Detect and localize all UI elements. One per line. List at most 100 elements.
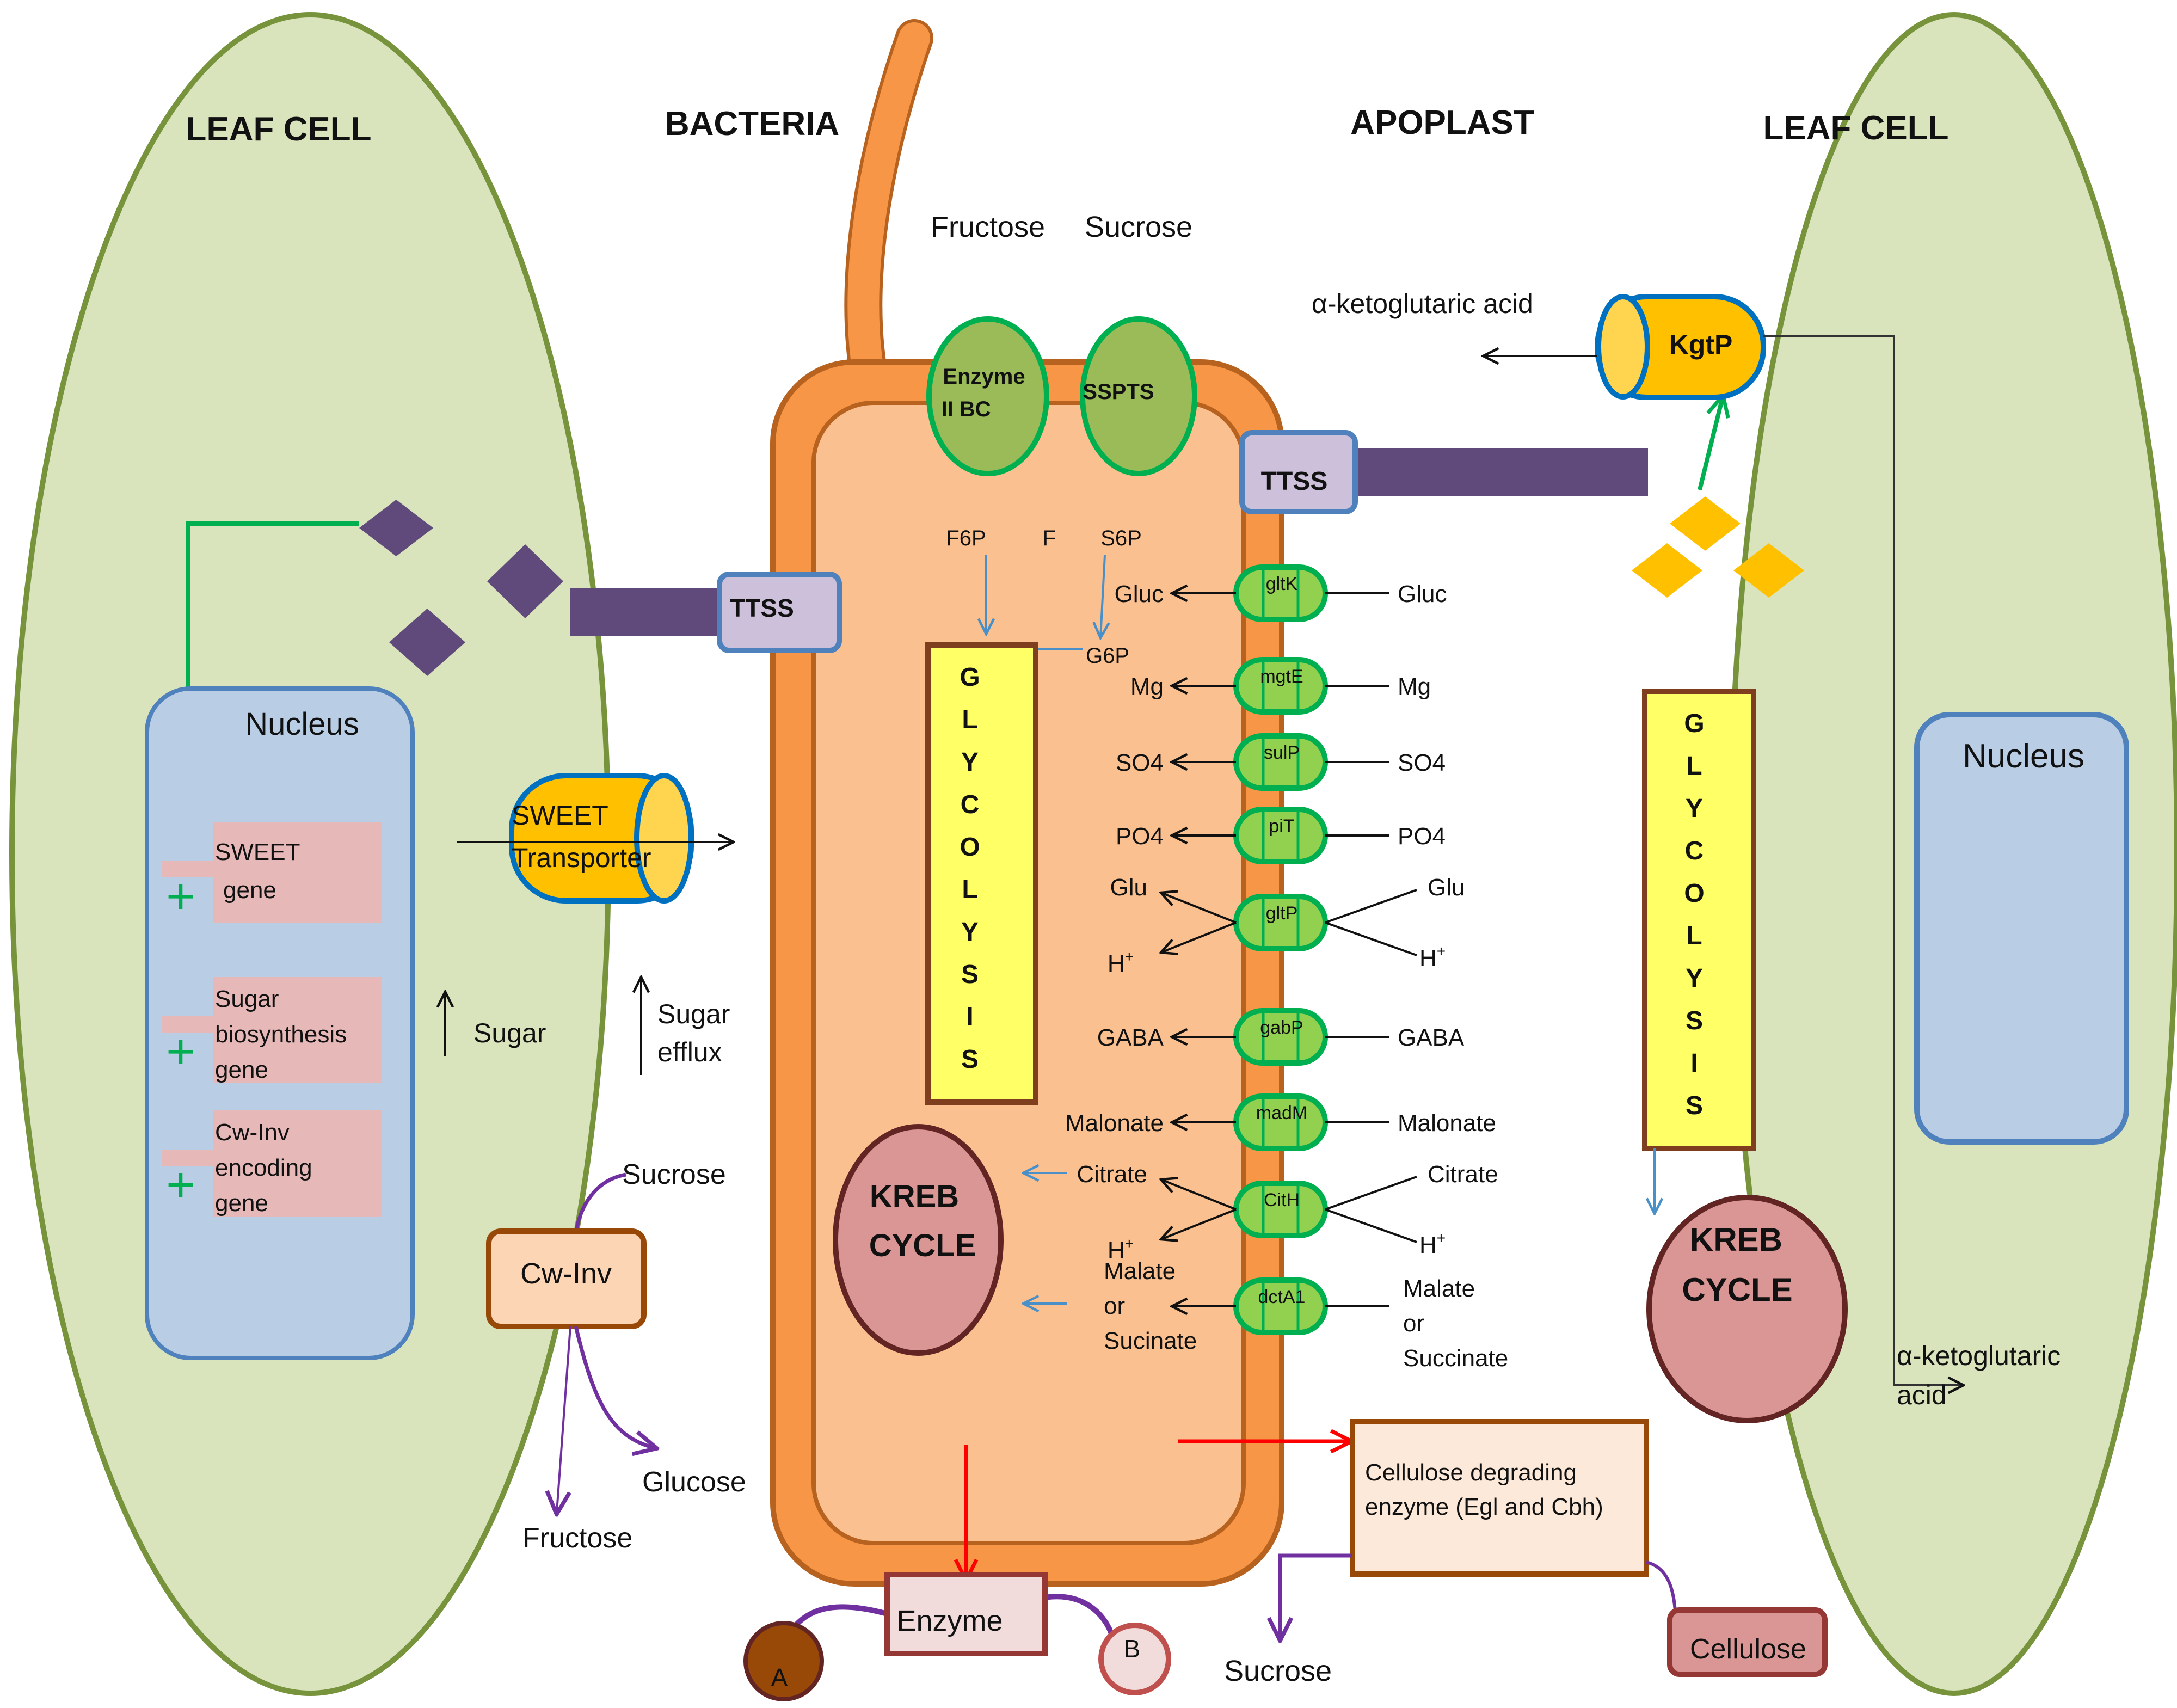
sspts-label: SSPTS	[1083, 380, 1154, 404]
top-sucrose-label: Sucrose	[1085, 211, 1192, 243]
cwinv-fructose-arrow	[557, 1326, 571, 1512]
effector-diamond	[487, 544, 563, 618]
influx-arrow	[1161, 1179, 1237, 1211]
sugar-label: Sugar	[473, 1018, 546, 1048]
enzyme-label: Enzyme	[896, 1605, 1003, 1637]
gene-label: Cw-Inv	[215, 1119, 290, 1146]
ion-symbol: H	[1419, 945, 1437, 972]
leaf-cell-left-label: LEAF CELL	[186, 110, 372, 148]
outside-substrate-label: SO4	[1398, 749, 1446, 776]
gene-label: gene	[215, 1190, 268, 1217]
inside-substrate-label: Malate	[1104, 1258, 1176, 1285]
leaf-cell-right-label: LEAF CELL	[1763, 109, 1949, 147]
ion-charge: +	[1437, 943, 1446, 960]
transporter-label: sulP	[1264, 742, 1300, 763]
outside-substrate-label: Citrate	[1428, 1161, 1498, 1188]
outside-line	[1325, 1176, 1417, 1211]
sweet-transporter-end	[634, 773, 694, 904]
influx-arrow	[1161, 1208, 1237, 1239]
ion-symbol: H	[1419, 1232, 1437, 1258]
transporter-label: gltK	[1266, 574, 1298, 594]
influx-arrow	[1161, 921, 1237, 953]
effector-diamond-yellow	[1632, 543, 1702, 598]
top-fructose-label: Fructose	[931, 211, 1045, 243]
ttss-left	[717, 572, 842, 653]
glycolysis-letter: S	[1686, 1006, 1703, 1035]
outside-line	[1325, 921, 1417, 956]
inside-ion-label: H+	[1108, 1235, 1134, 1264]
kreb-leaf-label-1: KREB	[1690, 1221, 1782, 1258]
gene-promoter	[162, 1150, 217, 1166]
cellulose-enzyme-label-1: Cellulose degrading	[1365, 1459, 1577, 1486]
inside-substrate-label: Glu	[1110, 874, 1147, 901]
cwinv-glucose-label: Glucose	[642, 1466, 746, 1498]
glycolysis-letter: L	[1686, 752, 1702, 781]
glycolysis-letter: G	[960, 663, 980, 692]
sugar-efflux-label-1: Sugar	[657, 999, 730, 1029]
apoplast-label: APOPLAST	[1350, 104, 1534, 142]
gene-box	[213, 822, 382, 923]
f6p-label: F6P	[946, 526, 986, 550]
glycolysis-letter: S	[961, 1045, 979, 1074]
kreb-bacteria-label-2: CYCLE	[869, 1228, 976, 1263]
cwinv-fructose-label: Fructose	[522, 1522, 632, 1554]
gene-list: +SWEETgene+Sugarbiosynthesisgene+Cw-Inve…	[162, 822, 382, 1217]
outside-ion-label: H+	[1419, 943, 1446, 972]
ttss-left-needle	[570, 588, 740, 636]
outside-substrate-label: GABA	[1398, 1024, 1465, 1051]
ion-symbol: H	[1108, 1237, 1125, 1264]
s6p-label: S6P	[1100, 526, 1142, 550]
transporter-label: gabP	[1260, 1017, 1303, 1038]
akg-right-label-1: α-ketoglutaric	[1897, 1341, 2061, 1371]
glycolysis-letter: L	[962, 875, 977, 904]
outside-substrate-label: PO4	[1398, 823, 1446, 850]
gene-label: SWEET	[215, 839, 300, 865]
plus-sign: +	[166, 1157, 195, 1213]
sspts	[1080, 316, 1197, 476]
enzyme-box	[884, 1572, 1048, 1656]
gene-label: encoding	[215, 1154, 312, 1181]
cwinv-box	[486, 1228, 647, 1329]
glycolysis-letter: L	[1686, 921, 1702, 950]
f-label: F	[1043, 526, 1056, 550]
kgtp-label: KgtP	[1669, 329, 1733, 360]
glycolysis-letter: C	[1685, 837, 1704, 865]
inside-ion-label: H+	[1108, 948, 1134, 977]
substrate-b-label: B	[1124, 1635, 1141, 1663]
cwinv-glucose-arrow	[574, 1326, 655, 1448]
cwinv-label: Cw-Inv	[520, 1257, 612, 1290]
glycolysis-letter: Y	[961, 918, 979, 947]
transporter-label: dctA1	[1258, 1287, 1306, 1307]
substrate-b	[1098, 1623, 1171, 1695]
gene-promoter	[162, 1016, 217, 1033]
g6p-label: G6P	[1086, 644, 1129, 668]
ion-symbol: H	[1108, 950, 1125, 977]
outside-substrate-label: Mg	[1398, 673, 1431, 700]
outside-substrate-label: Succinate	[1403, 1345, 1508, 1372]
kreb-cycle-leaf	[1646, 1195, 1848, 1423]
effector-diamond-yellow	[1733, 543, 1804, 598]
effector-diamond	[359, 500, 433, 556]
plus-sign: +	[166, 1024, 195, 1079]
glycolysis-letter: L	[962, 705, 977, 734]
glycolysis-letter: Y	[961, 748, 979, 777]
kgtp-export-label: α-ketoglutaric acid	[1312, 288, 1533, 319]
cellulose-link	[1646, 1560, 1677, 1612]
inside-substrate-label: SO4	[1116, 749, 1164, 776]
influx-arrow	[1161, 893, 1237, 924]
glycolysis-letter: S	[961, 960, 979, 989]
sweet-label-2: Transporter	[512, 843, 651, 873]
inside-substrate-label: PO4	[1116, 823, 1164, 850]
ttss-left-label: TTSS	[730, 594, 794, 622]
effector-diamond	[389, 609, 465, 676]
gene-label: biosynthesis	[215, 1021, 347, 1048]
glycolysis-bacteria	[925, 642, 1038, 1105]
nucleus-right	[1914, 712, 2129, 1145]
cellulose-enzyme-box	[1350, 1419, 1649, 1577]
gene-box	[213, 1110, 382, 1217]
enzyme-ii-bc-label-1: Enzyme	[943, 365, 1025, 389]
gene-label: gene	[223, 877, 276, 904]
cellulose-sucrose-arrow	[1280, 1553, 1352, 1638]
